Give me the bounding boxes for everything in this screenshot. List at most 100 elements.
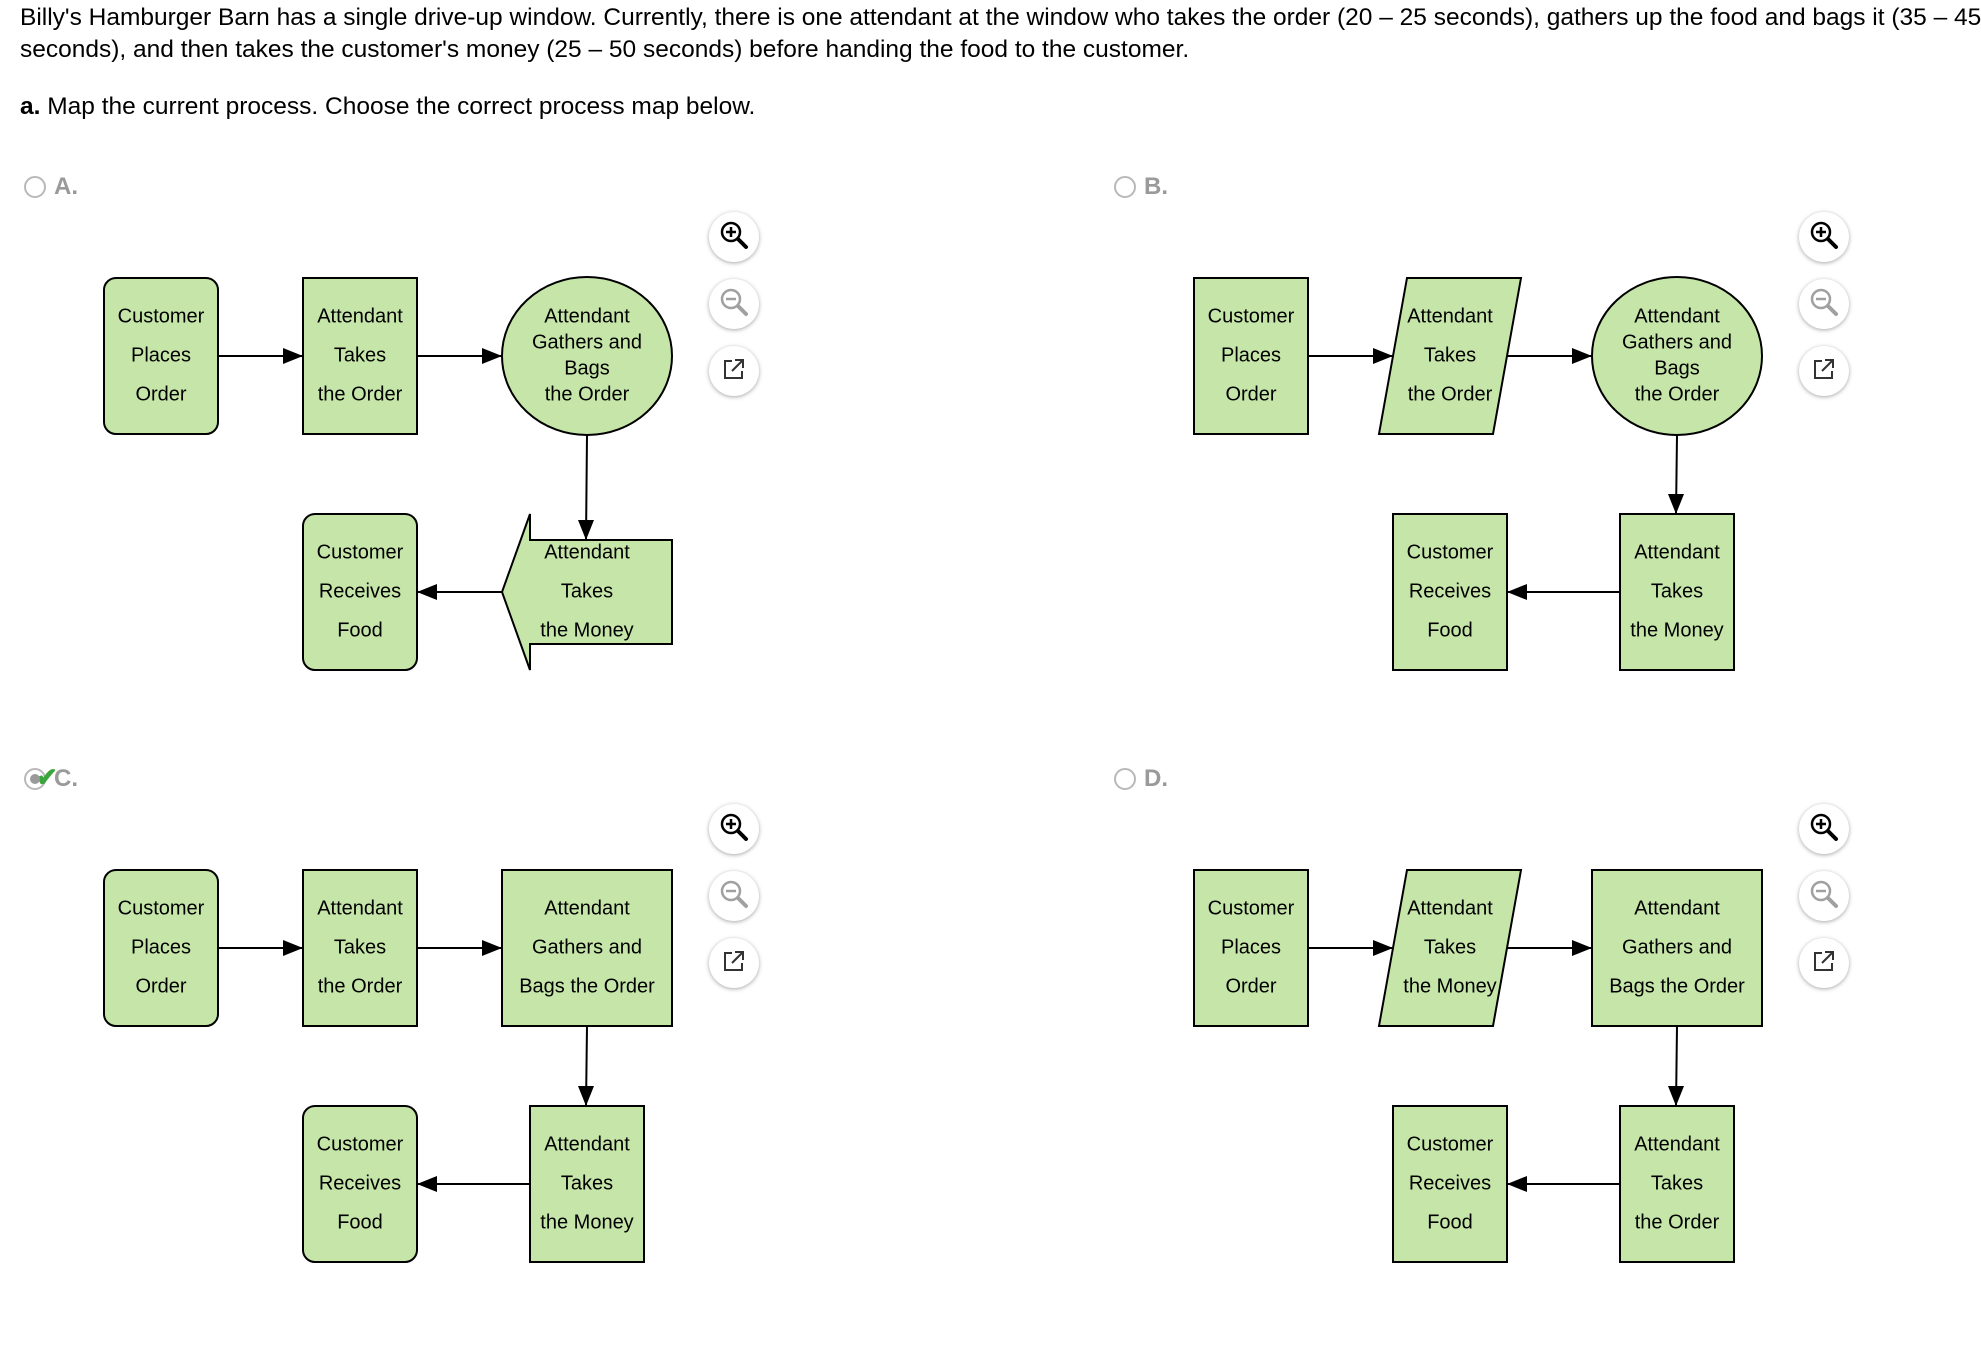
node-label: Attendant xyxy=(544,1133,630,1155)
zoom-in-icon xyxy=(1809,220,1839,255)
problem-line-1: Billy's Hamburger Barn has a single driv… xyxy=(20,4,1981,31)
node-label: Attendant xyxy=(544,305,630,327)
option-b-label: B. xyxy=(1144,173,1168,200)
option-b-popout-button[interactable] xyxy=(1799,346,1849,396)
node-label: Customer xyxy=(1208,305,1295,327)
node-label: the Order xyxy=(318,383,403,405)
node-label: Customer xyxy=(1208,897,1295,919)
node-label: the Order xyxy=(318,975,403,997)
node-label: Customer xyxy=(118,305,205,327)
option-a-zoom-in-button[interactable] xyxy=(709,212,759,262)
node-label: Places xyxy=(131,936,191,958)
node-label: Receives xyxy=(1409,1172,1491,1194)
option-c-zoom-in-button[interactable] xyxy=(709,804,759,854)
option-a-popout-button[interactable] xyxy=(709,346,759,396)
node-label: Food xyxy=(337,619,383,641)
option-a[interactable]: A. xyxy=(24,173,78,201)
node-label: Places xyxy=(1221,936,1281,958)
node-label: Takes xyxy=(334,344,386,366)
node-label: Order xyxy=(135,975,186,997)
node-label: the Money xyxy=(1630,619,1723,641)
node-label: the Order xyxy=(545,383,630,405)
option-b-radio[interactable] xyxy=(1114,176,1136,198)
part-a-text: Map the current process. Choose the corr… xyxy=(40,93,756,120)
option-b-zoom-in-button[interactable] xyxy=(1799,212,1849,262)
node-label: Attendant xyxy=(1634,897,1720,919)
node-label: Order xyxy=(1225,383,1276,405)
option-a-zoom-out-button[interactable] xyxy=(709,279,759,329)
node-label: Bags xyxy=(564,357,610,379)
node-label: Receives xyxy=(319,580,401,602)
external-link-icon xyxy=(1811,356,1837,387)
node-label: Bags xyxy=(1654,357,1700,379)
node-label: the Money xyxy=(540,619,633,641)
external-link-icon xyxy=(721,948,747,979)
connectors xyxy=(218,348,594,600)
node-label: Attendant xyxy=(317,305,403,327)
node-label: Attendant xyxy=(1407,897,1493,919)
node-label: Takes xyxy=(1651,580,1703,602)
part-a-letter: a. xyxy=(20,93,41,120)
option-c-zoom-out-button[interactable] xyxy=(709,871,759,921)
node-label: Bags the Order xyxy=(519,975,655,997)
zoom-in-icon xyxy=(719,220,749,255)
zoom-out-icon xyxy=(1809,879,1839,914)
node-label: Attendant xyxy=(1634,305,1720,327)
zoom-out-icon xyxy=(719,879,749,914)
node-label: Takes xyxy=(561,580,613,602)
node-label: Gathers and xyxy=(1622,936,1732,958)
node-label: Attendant xyxy=(544,897,630,919)
node-label: Takes xyxy=(561,1172,613,1194)
node-label: the Order xyxy=(1408,383,1493,405)
node-label: Receives xyxy=(1409,580,1491,602)
option-a-radio[interactable] xyxy=(24,176,46,198)
node-label: Places xyxy=(131,344,191,366)
external-link-icon xyxy=(1811,948,1837,979)
node-label: Takes xyxy=(1424,936,1476,958)
option-c-radio[interactable]: ✔ xyxy=(24,762,58,792)
node-label: Customer xyxy=(317,1133,404,1155)
node-label: Attendant xyxy=(1634,1133,1720,1155)
connectors xyxy=(1308,348,1684,600)
option-c-popout-button[interactable] xyxy=(709,938,759,988)
node-label: Takes xyxy=(334,936,386,958)
node-label: Gathers and xyxy=(1622,331,1732,353)
node-label: Attendant xyxy=(1634,541,1720,563)
node-label: Takes xyxy=(1651,1172,1703,1194)
node-label: Customer xyxy=(118,897,205,919)
option-d-popout-button[interactable] xyxy=(1799,938,1849,988)
option-b[interactable]: B. xyxy=(1114,173,1168,201)
part-a-question: a. Map the current process. Choose the c… xyxy=(20,91,755,123)
option-c[interactable]: ✔ C. xyxy=(24,762,78,793)
node-label: Receives xyxy=(319,1172,401,1194)
node-label: Food xyxy=(1427,1211,1473,1233)
option-d-zoom-in-button[interactable] xyxy=(1799,804,1849,854)
node-label: Order xyxy=(135,383,186,405)
option-d-radio[interactable] xyxy=(1114,768,1136,790)
external-link-icon xyxy=(721,356,747,387)
node-label: Order xyxy=(1225,975,1276,997)
option-a-label: A. xyxy=(54,173,78,200)
option-d[interactable]: D. xyxy=(1114,765,1168,793)
node-label: Gathers and xyxy=(532,936,642,958)
node-label: Customer xyxy=(1407,1133,1494,1155)
option-d-zoom-out-button[interactable] xyxy=(1799,871,1849,921)
check-mark-icon: ✔ xyxy=(36,762,58,792)
zoom-in-icon xyxy=(1809,812,1839,847)
option-b-zoom-out-button[interactable] xyxy=(1799,279,1849,329)
